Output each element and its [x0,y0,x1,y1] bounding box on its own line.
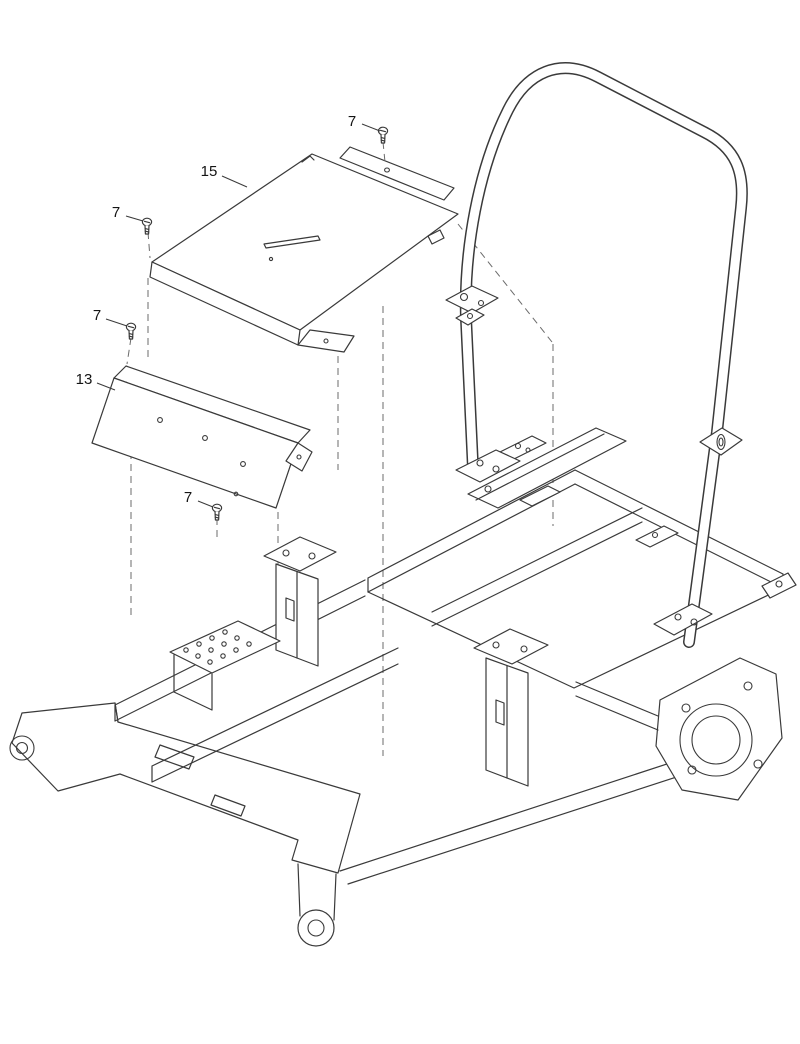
rops-foot-left [455,449,521,483]
rops-bracket-upper-left [445,285,499,326]
foot-plate [169,620,281,711]
screw-upper-left [141,217,153,235]
rops-bracket-right [699,427,743,456]
rops-foot-right [653,603,713,636]
screws [125,126,389,540]
callout-label-7-upper-left[interactable]: 7 [112,204,120,221]
seat-mount-post-left [263,536,337,667]
screw-mid-left [125,322,137,340]
rops-bar [445,62,748,648]
seat-support-bracket [467,427,679,548]
callout-label-7-mid-left[interactable]: 7 [93,307,101,324]
callouts: 7 15 7 7 13 7 [76,113,381,508]
frame-assembly [9,427,797,947]
shield-panel-part-13 [91,365,313,509]
seat-mount-post-right [473,628,549,787]
screw-lower [211,503,223,521]
callout-label-7-top[interactable]: 7 [348,113,356,130]
callout-label-13[interactable]: 13 [76,371,93,388]
screw-top [377,126,389,144]
cover-panel-part-15 [149,146,459,353]
callout-label-15[interactable]: 15 [201,163,218,180]
callout-label-7-lower[interactable]: 7 [184,489,192,506]
